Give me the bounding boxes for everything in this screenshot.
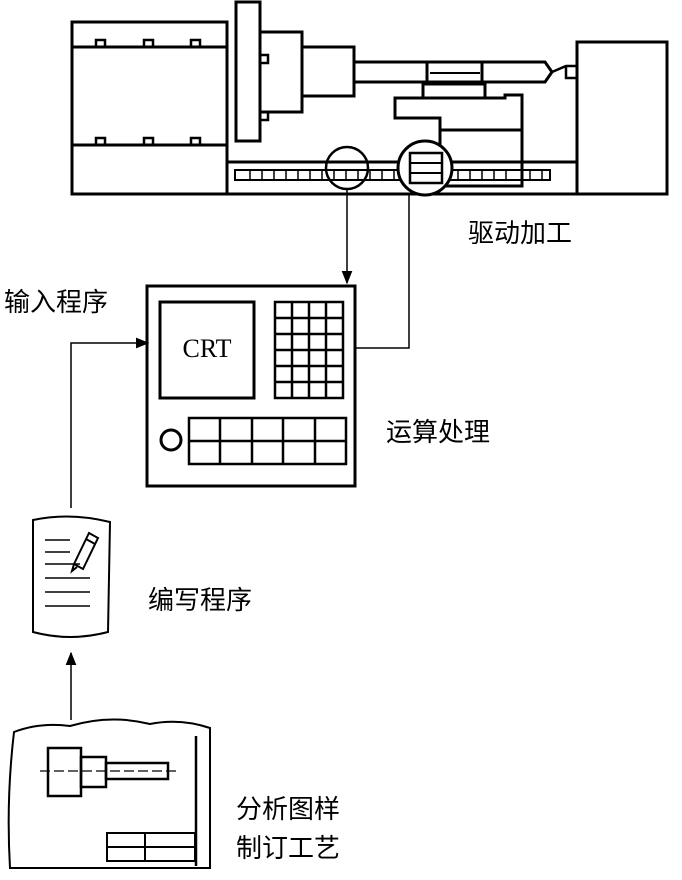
machine-tool: [70, 0, 669, 197]
tailstock-base: [575, 40, 669, 196]
position-sensor: [324, 145, 370, 191]
function-keys: [187, 416, 348, 466]
crt-label: CRT: [182, 334, 231, 363]
drive-line: [356, 195, 410, 349]
keypad: [273, 300, 345, 400]
analyze-drawing-label: 分析图样: [236, 795, 341, 825]
cnc-controller: [145, 284, 357, 488]
spindle: [300, 45, 356, 98]
input-program-label: 输入程序: [4, 288, 109, 318]
crt-screen: [158, 300, 256, 400]
chuck-flange: [234, 0, 262, 143]
write-program-label: 编写程序: [148, 586, 253, 616]
carriage: [393, 93, 524, 188]
compute-label: 运算处理: [386, 418, 491, 448]
headstock-bolts: [94, 38, 202, 147]
drive-process-label: 驱动加工: [468, 219, 573, 249]
controller-panel: [145, 284, 357, 488]
drawing-sheet: [7, 718, 211, 869]
paper-outline: [32, 515, 112, 638]
make-process-label: 制订工艺: [236, 834, 341, 864]
input-program-arrow: [70, 337, 150, 508]
chuck-body: [258, 30, 304, 114]
headstock: [70, 20, 229, 196]
servo-motor: [396, 139, 454, 197]
part-sketch: [40, 746, 176, 798]
signal-lines: [65, 189, 410, 720]
pencil-icon: [70, 531, 100, 574]
power-knob: [159, 428, 183, 452]
part-drawing: [7, 718, 211, 869]
title-block: [106, 832, 196, 862]
lead-screw: [234, 169, 551, 181]
tailstock-quill: [551, 64, 577, 80]
program-sheet: [32, 515, 112, 638]
